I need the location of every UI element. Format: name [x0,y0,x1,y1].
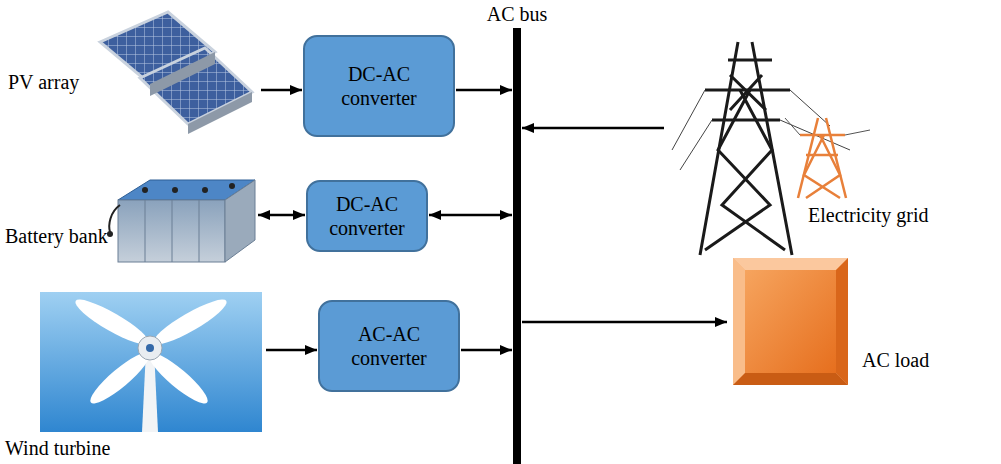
battery-illustration [107,231,113,237]
converter-label: AC-AC converter [339,322,439,370]
grid-towers [672,90,850,170]
component-label: PV array [8,70,79,94]
ac-load-block [733,373,848,385]
grid-towers [700,42,792,255]
grid-towers [804,135,840,198]
power-flow-arrow [456,89,512,92]
pv-panels [140,48,252,124]
grid-towers [705,90,785,250]
component-label: Battery bank [5,224,108,248]
pv-panels [150,52,215,96]
component-label: Electricity grid [808,203,929,227]
ac-load-block [733,258,848,270]
ac-load-block [836,258,848,385]
converter-box: DC-AC converter [303,35,455,137]
wind-turbine-illustration [149,293,231,351]
power-flow-arrow [258,214,305,217]
wind-turbine-illustration [146,344,154,352]
battery-illustration [109,205,120,232]
power-flow-arrow [429,214,512,217]
grid-towers [672,90,850,170]
wind-turbine-illustration [40,292,262,432]
grid-towers [785,118,870,135]
grid-towers [798,118,846,198]
converter-box: AC-AC converter [318,300,460,392]
ac-load-block [733,258,848,385]
converter-box: DC-AC converter [306,180,428,252]
battery-illustration [225,180,255,262]
wind-turbine: Wind turbine [3,290,265,462]
power-flow-arrow [522,321,727,324]
power-flow-arrow [261,89,302,92]
electricity-grid: Electricity grid [665,38,998,260]
converter-label: DC-AC converter [317,192,417,240]
battery-illustration [118,200,225,262]
battery-illustration [142,187,148,193]
converter-label: DC-AC converter [329,62,429,110]
pv-panels [188,92,252,134]
component-label: Wind turbine [5,436,110,460]
grid-towers [785,118,870,135]
ac-load-block [733,258,745,385]
battery-illustration [107,180,255,262]
ac-bus: AC bus [513,28,521,464]
component-label: AC load [862,348,929,372]
battery-illustration [145,200,199,262]
wind-turbine-illustration [138,336,162,360]
battery-bank: Battery bank [3,168,257,268]
pv-panels [100,12,252,134]
ac-load-block [733,258,848,385]
power-flow-arrow [266,349,317,352]
wind-turbine-illustration [40,292,262,432]
ac-load-block [745,270,836,373]
power-flow-arrow [522,127,664,130]
battery-illustration [202,187,208,193]
power-flow-arrow [461,349,512,352]
grid-towers [700,42,792,255]
grid-towers [728,60,772,110]
ac-load: AC load [728,256,946,388]
battery-illustration [229,183,235,189]
bus-label: AC bus [477,2,557,26]
grid-towers [798,118,846,198]
pv-array: PV array [5,8,260,138]
battery-illustration [172,187,178,193]
